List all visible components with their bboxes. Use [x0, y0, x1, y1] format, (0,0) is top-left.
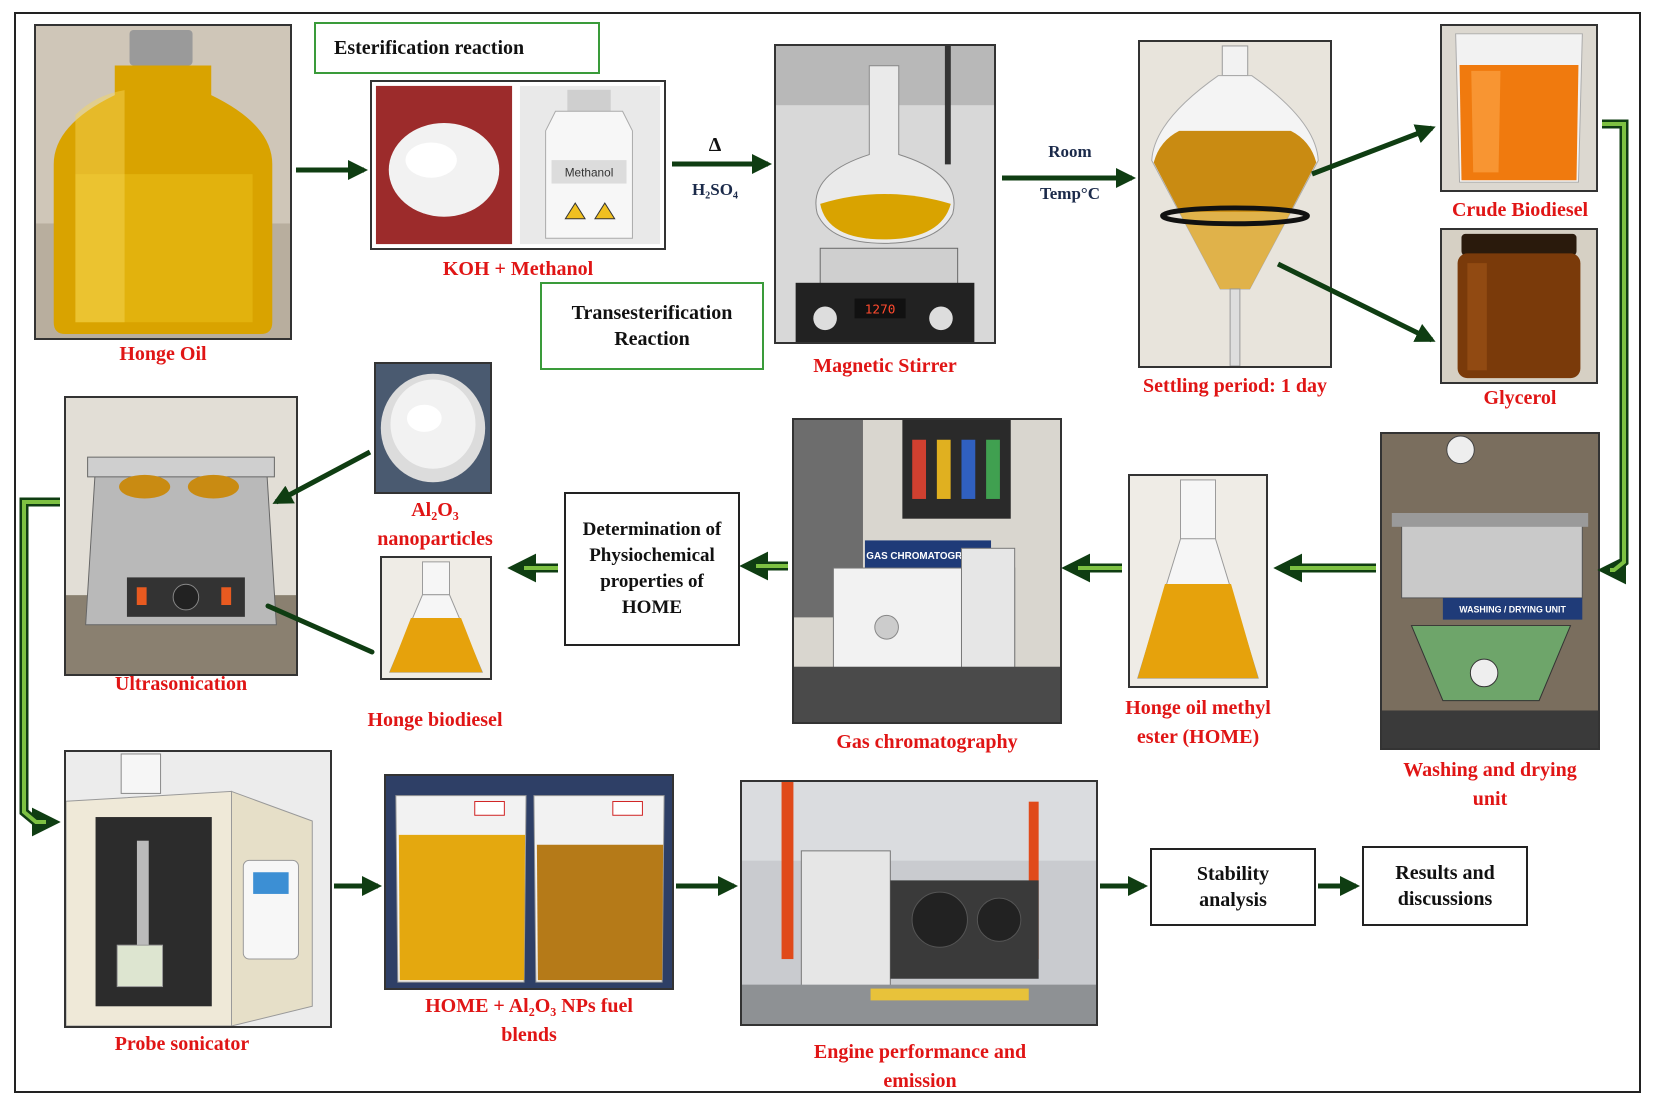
koh-methanol-photo: Methanol: [370, 80, 666, 250]
determination-box: Determination of Physiochemical properti…: [564, 492, 740, 646]
al2o3-photo: [374, 362, 492, 494]
engine-caption: Engine performance and emission: [813, 1041, 1027, 1092]
fuel-blends-photo: [384, 774, 674, 990]
esterification-box: Esterification reaction: [314, 22, 600, 74]
heat-symbol: Δ: [708, 134, 722, 156]
transesterification-box: Transesterification Reaction: [540, 282, 764, 370]
diagram-frame: [14, 12, 1641, 1093]
glycerol-photo: [1440, 228, 1598, 384]
catalyst-label: H₂SO₄: [691, 180, 739, 199]
arrow-al2o3-to-bath: [272, 449, 372, 505]
home-caption: Honge oil methyl ester (HOME): [1125, 697, 1271, 748]
glycerol-caption: Glycerol: [1483, 387, 1557, 409]
results-box: Results and discussions: [1362, 846, 1528, 926]
home-flask-photo: [1128, 474, 1268, 688]
honge-oil-photo: [34, 24, 292, 340]
stirrer-display: 1270: [865, 302, 896, 317]
al2o3-caption: Al₂O₃ nanoparticles: [377, 499, 493, 550]
honge-biodiesel-caption: Honge biodiesel: [367, 709, 503, 731]
probe-sonicator-caption: Probe sonicator: [114, 1033, 250, 1055]
washing-caption: Washing and drying unit: [1403, 759, 1577, 810]
honge-oil-caption: Honge Oil: [119, 343, 207, 365]
arrow-funnel-to-crude: [1311, 124, 1436, 177]
crude-biodiesel-caption: Crude Biodiesel: [1451, 199, 1589, 221]
washing-unit-photo: WASHING / DRYING UNIT: [1380, 432, 1600, 750]
connector-bath-to-probe: [19, 497, 61, 837]
settling-funnel-photo: [1138, 40, 1332, 368]
settling-caption: Settling period: 1 day: [1143, 375, 1327, 397]
temp-label: Temp°C: [1039, 184, 1100, 203]
honge-biodiesel-photo: [380, 556, 492, 680]
ultrasonication-caption: Ultrasonication: [114, 673, 248, 695]
gas-chromatography-photo: GAS CHROMATOGRAPHY: [792, 418, 1062, 724]
fuel-blends-caption: HOME + Al₂O₃ NPs fuel blends: [425, 995, 633, 1046]
gas-chromatography-caption: Gas chromatography: [836, 731, 1018, 753]
ultrasonication-photo: [64, 396, 298, 676]
crude-biodiesel-photo: [1440, 24, 1598, 192]
methanol-bottle-label: Methanol: [565, 167, 614, 180]
connector-crude-to-washing: [1597, 119, 1629, 585]
stability-box: Stability analysis: [1150, 848, 1316, 926]
koh-methanol-caption: KOH + Methanol: [442, 258, 594, 280]
magnetic-stirrer-photo: 1270: [774, 44, 996, 344]
washing-unit-label: WASHING / DRYING UNIT: [1459, 605, 1566, 615]
gc-sign: GAS CHROMATOGRAPHY: [866, 551, 990, 562]
probe-sonicator-photo: [64, 750, 332, 1028]
magnetic-stirrer-caption: Magnetic Stirrer: [813, 355, 957, 377]
engine-photo: [740, 780, 1098, 1026]
arrow-biodiesel-to-bath: [265, 603, 375, 655]
room-label: Room: [1048, 142, 1092, 161]
arrow-funnel-to-glycerol: [1276, 261, 1436, 343]
